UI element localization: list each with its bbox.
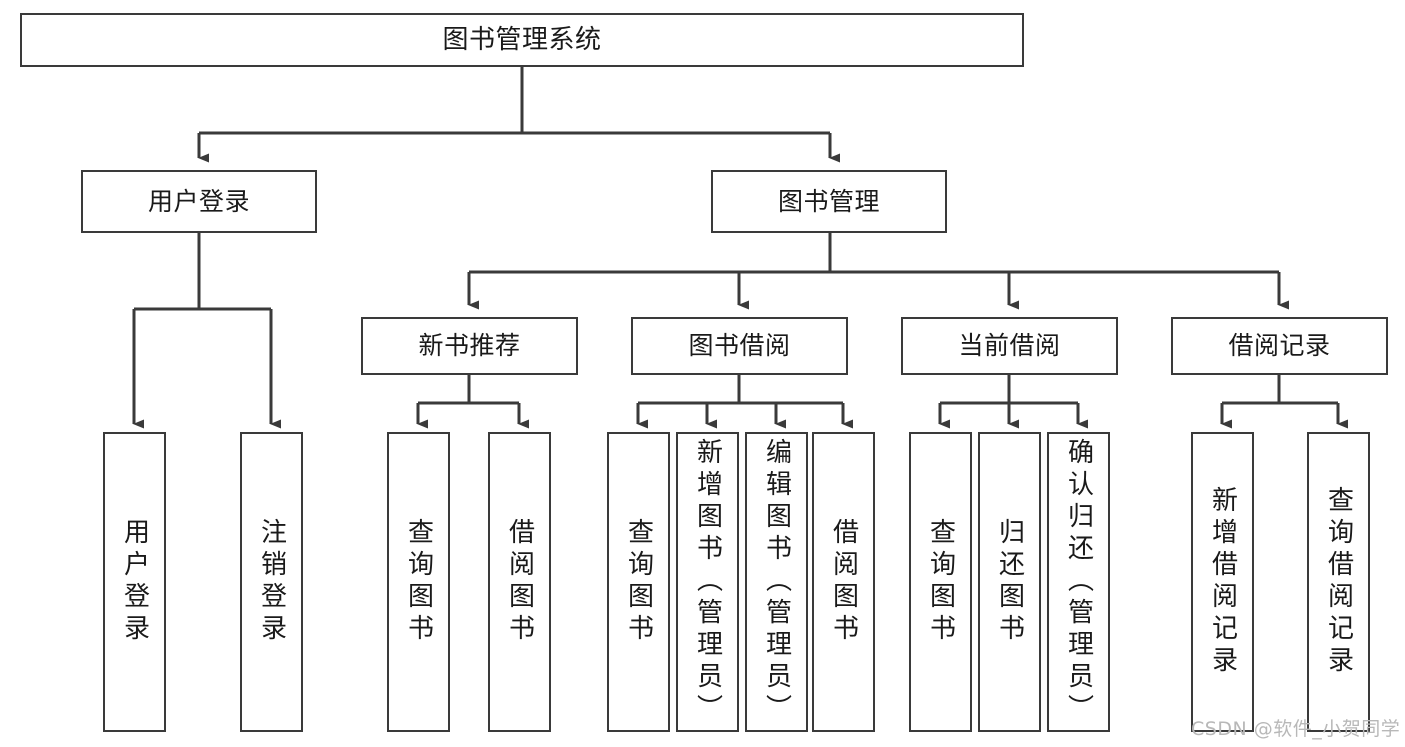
node-current-borrow[interactable]: 当前借阅 [901, 317, 1118, 375]
node-root-system[interactable]: 图书管理系统 [20, 13, 1024, 67]
node-leaf-user-login-label: 用户登录 [119, 518, 150, 646]
node-leaf-logout-login[interactable]: 注销登录 [240, 432, 303, 732]
node-leaf-query-book-1[interactable]: 查询图书 [387, 432, 450, 732]
node-leaf-add-book-admin[interactable]: 新增图书（管理员） [676, 432, 739, 732]
node-leaf-logout-login-label: 注销登录 [256, 518, 287, 646]
node-leaf-query-book-2[interactable]: 查询图书 [607, 432, 670, 732]
node-user-login-label: 用户登录 [147, 186, 250, 216]
node-book-borrow[interactable]: 图书借阅 [631, 317, 848, 375]
node-new-book-recommend-label: 新书推荐 [418, 331, 521, 361]
node-book-management[interactable]: 图书管理 [711, 170, 947, 233]
node-book-management-label: 图书管理 [777, 186, 880, 216]
node-leaf-query-book-1-label: 查询图书 [403, 518, 434, 646]
node-borrow-record-label: 借阅记录 [1228, 331, 1331, 361]
node-leaf-query-book-2-label: 查询图书 [623, 518, 654, 646]
node-user-login[interactable]: 用户登录 [81, 170, 317, 233]
node-leaf-add-borrow-record[interactable]: 新增借阅记录 [1191, 432, 1254, 732]
node-leaf-user-login[interactable]: 用户登录 [103, 432, 166, 732]
node-leaf-borrow-book-1-label: 借阅图书 [504, 518, 535, 646]
node-leaf-query-book-3[interactable]: 查询图书 [909, 432, 972, 732]
node-current-borrow-label: 当前借阅 [958, 331, 1061, 361]
node-leaf-query-borrow-record-label: 查询借阅记录 [1323, 486, 1354, 678]
csdn-watermark: CSDN @软件_小贺同学 [1191, 718, 1401, 740]
node-borrow-record[interactable]: 借阅记录 [1171, 317, 1388, 375]
node-leaf-edit-book-admin[interactable]: 编辑图书（管理员） [745, 432, 808, 732]
node-leaf-borrow-book-2[interactable]: 借阅图书 [812, 432, 875, 732]
node-new-book-recommend[interactable]: 新书推荐 [361, 317, 578, 375]
node-leaf-edit-book-admin-label: 编辑图书（管理员） [761, 438, 792, 726]
node-leaf-query-borrow-record[interactable]: 查询借阅记录 [1307, 432, 1370, 732]
node-leaf-return-book-label: 归还图书 [994, 518, 1025, 646]
node-root-system-label: 图书管理系统 [442, 24, 602, 55]
node-leaf-confirm-return-admin-label: 确认归还（管理员） [1063, 438, 1094, 726]
node-leaf-add-borrow-record-label: 新增借阅记录 [1207, 486, 1238, 678]
node-book-borrow-label: 图书借阅 [688, 331, 791, 361]
node-leaf-confirm-return-admin[interactable]: 确认归还（管理员） [1047, 432, 1110, 732]
node-leaf-add-book-admin-label: 新增图书（管理员） [692, 438, 723, 726]
node-leaf-query-book-3-label: 查询图书 [925, 518, 956, 646]
node-leaf-borrow-book-1[interactable]: 借阅图书 [488, 432, 551, 732]
node-leaf-return-book[interactable]: 归还图书 [978, 432, 1041, 732]
node-leaf-borrow-book-2-label: 借阅图书 [828, 518, 859, 646]
